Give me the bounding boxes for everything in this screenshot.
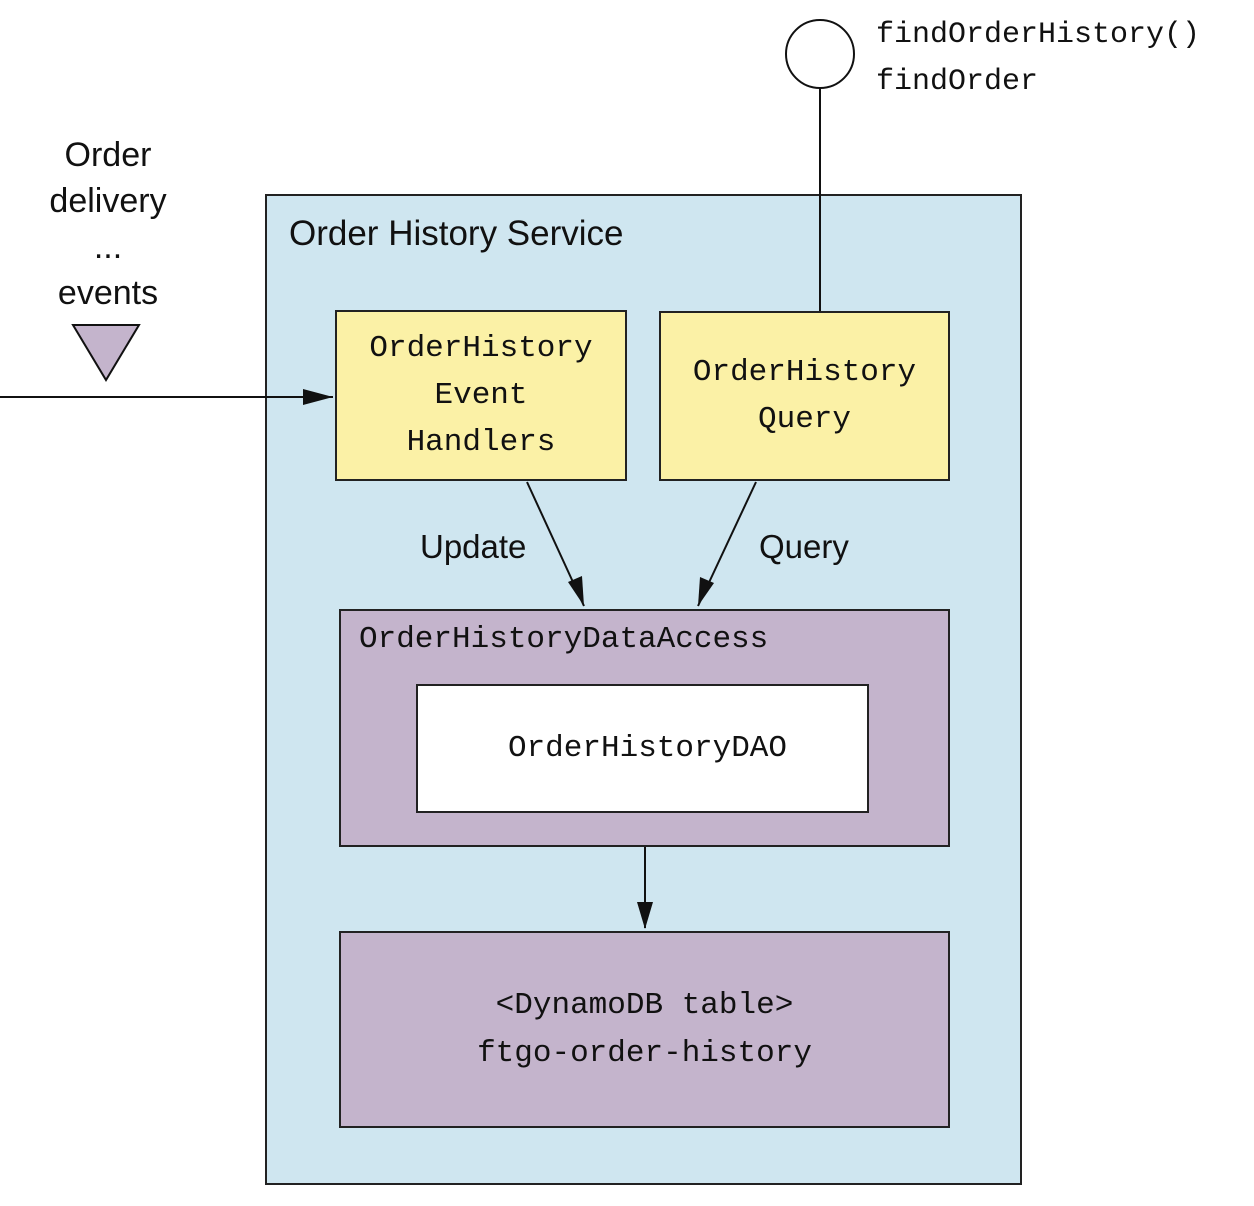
update-arrowhead	[568, 576, 584, 606]
event-handlers-box: OrderHistory Event Handlers	[335, 310, 627, 481]
dao-box: OrderHistoryDAO	[416, 684, 869, 813]
query-box: OrderHistory Query	[659, 311, 950, 481]
events-line: delivery	[49, 182, 167, 220]
table-type-label: <DynamoDB table>	[495, 987, 794, 1023]
service-title: Order History Service	[289, 214, 624, 253]
events-line: ...	[93, 228, 123, 266]
dao-label: OrderHistoryDAO	[507, 731, 788, 766]
method-find-order: findOrder	[876, 65, 1039, 99]
interface-circle	[785, 19, 855, 89]
events-line: Order	[64, 136, 152, 174]
table-arrowhead	[637, 902, 653, 929]
dynamodb-table-box: <DynamoDB table> ftgo-order-history	[339, 931, 950, 1128]
query-line: OrderHistory	[692, 355, 917, 390]
query-arrowhead	[698, 577, 714, 606]
event-handlers-line: Handlers	[406, 425, 556, 460]
update-label: Update	[420, 528, 527, 565]
events-label: Order delivery ... events	[28, 132, 188, 316]
events-line: events	[57, 274, 159, 312]
table-name-label: ftgo-order-history	[477, 1035, 812, 1071]
event-handlers-line: OrderHistory	[369, 331, 593, 366]
event-handlers-line: Event	[434, 378, 528, 413]
method-find-order-history: findOrderHistory()	[876, 18, 1201, 52]
query-label: Query	[759, 528, 849, 565]
query-line: Query	[757, 402, 851, 437]
data-access-title: OrderHistoryDataAccess	[359, 622, 769, 657]
event-channel-icon	[71, 324, 141, 382]
